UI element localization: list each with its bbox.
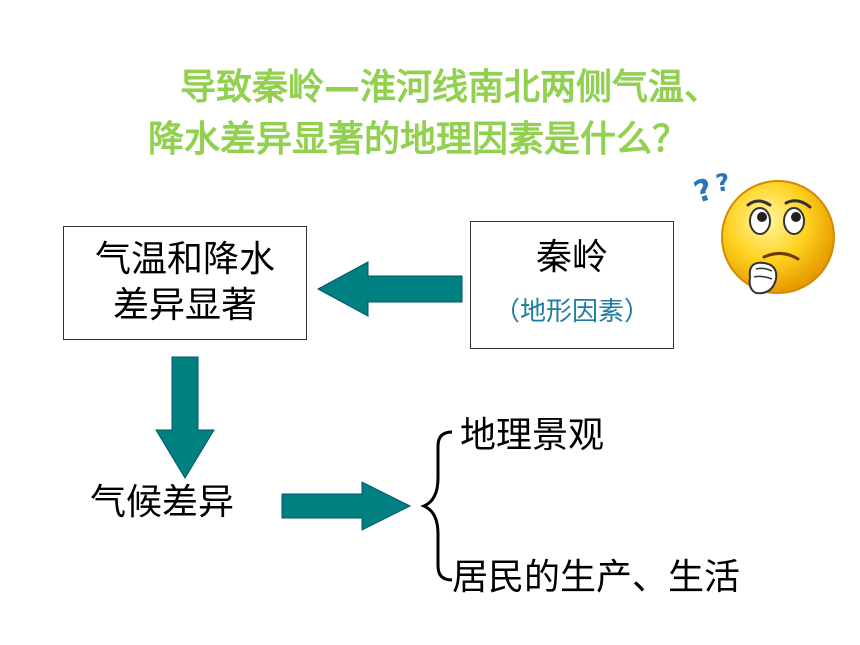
cause-box: 秦岭 （地形因素） <box>470 221 674 349</box>
effect-box: 气温和降水 差异显著 <box>63 226 307 340</box>
cause-main: 秦岭 <box>535 237 608 278</box>
title-line-2: 降水差异显著的地理因素是什么？ <box>148 119 689 160</box>
climate-difference-label: 气候差异 <box>90 482 235 523</box>
cause-sub: （地形因素） <box>493 297 650 327</box>
arrow-climate-to-outcomes <box>281 481 412 531</box>
effect-line-1: 气温和降水 <box>94 239 275 280</box>
title-line-1: 导致秦岭—淮河线南北两侧气温、 <box>180 67 721 108</box>
outcome-brace <box>420 430 453 582</box>
effect-line-2: 差异显著 <box>112 285 257 326</box>
outcome-life: 居民的生产、生活 <box>452 557 741 598</box>
svg-text:?: ? <box>714 168 732 198</box>
outcome-landscape: 地理景观 <box>460 415 605 456</box>
thinking-face-icon: ? ? <box>690 168 835 295</box>
arrow-effect-to-climate <box>155 356 215 479</box>
arrow-cause-to-effect <box>316 261 463 317</box>
